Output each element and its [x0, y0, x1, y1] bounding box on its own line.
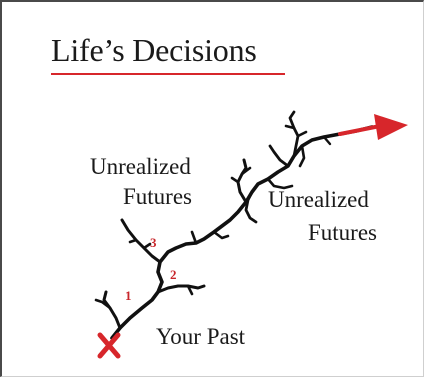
diagram-title: Life’s Decisions [51, 32, 257, 68]
branch-path-6c [240, 166, 252, 176]
branch-path-1b [94, 298, 112, 310]
unrealized-futures-right-label: Futures [308, 220, 377, 245]
branch-path-6b [230, 176, 240, 184]
branch-path-5 [212, 230, 230, 240]
decision-number: 2 [170, 267, 177, 282]
branch-path-4 [190, 230, 198, 245]
branch-path-10 [298, 144, 306, 168]
branch-path-1 [102, 290, 122, 330]
decision-number: 3 [150, 235, 157, 250]
branch-path-12 [322, 135, 332, 146]
branch-path-7 [244, 190, 258, 224]
branch-path-9b [296, 130, 308, 138]
branch-path-8 [268, 144, 290, 168]
branch-path-3b [142, 242, 152, 250]
unrealized-futures-left-label: Futures [123, 184, 192, 209]
unrealized-futures-right-label: Unrealized [268, 187, 369, 212]
unrealized-futures-left-label: Unrealized [90, 154, 191, 179]
future-arrow-shaft [338, 124, 382, 136]
your-past-label: Your Past [156, 324, 246, 349]
branch-path-2b [186, 284, 194, 296]
branch-path-6 [236, 158, 248, 204]
branch-path-3 [120, 218, 162, 264]
title-underline [51, 73, 285, 75]
branch-path-2 [156, 284, 206, 294]
branch-path-9 [288, 110, 300, 158]
arrow-right-icon [374, 114, 408, 140]
branch-path-3c [128, 238, 138, 244]
branch-path-11 [266, 177, 294, 190]
decision-number: 1 [125, 288, 132, 303]
branch-path-9c [284, 124, 296, 130]
x-mark-icon [97, 332, 121, 359]
